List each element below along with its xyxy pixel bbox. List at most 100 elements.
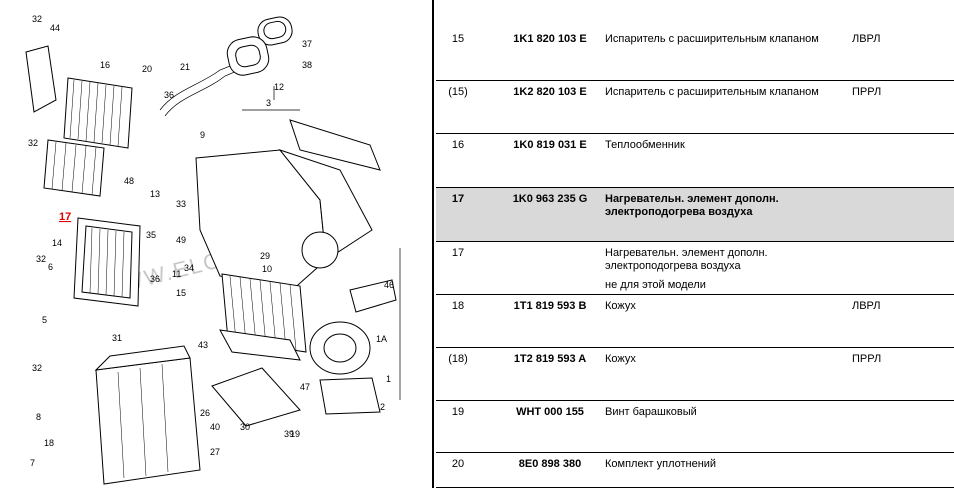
steering-side-cell: ПРРЛ <box>852 86 882 98</box>
evaporator-part[interactable] <box>73 217 141 307</box>
part-number-cell: 1T2 819 593 A <box>513 353 587 365</box>
callout-label[interactable]: 47 <box>300 382 310 392</box>
table-row[interactable]: 15 1K1 820 103 E Испаритель с расширительн… <box>436 28 954 81</box>
description-cell: Комплект уплотнений <box>605 458 717 470</box>
callout-label[interactable]: 9 <box>200 130 205 140</box>
callout-label[interactable]: 1A <box>376 334 387 344</box>
callout-label[interactable]: 18 <box>44 438 54 448</box>
part-number-cell: 1K2 820 103 E <box>513 86 587 98</box>
steering-side-cell: ПРРЛ <box>852 353 882 365</box>
rail-part[interactable] <box>219 329 301 361</box>
position-cell: 19 <box>451 406 465 418</box>
part-number-cell: 1K1 820 103 E <box>513 33 587 45</box>
pipe-part[interactable] <box>159 61 241 111</box>
steering-side-cell: ЛВРЛ <box>852 300 881 312</box>
position-cell: 20 <box>451 458 465 470</box>
callout-label[interactable]: 32 <box>32 14 42 24</box>
table-row[interactable]: (15) 1K2 820 103 E Испаритель с расширител… <box>436 81 954 134</box>
part-number-cell: 1T1 819 593 B <box>513 300 587 312</box>
part-number-cell: 1K0 963 235 G <box>512 193 588 205</box>
position-cell: 17 <box>451 193 465 205</box>
table-row[interactable]: 17 1K0 963 235 G Нагревательн. элемент доп… <box>436 188 954 242</box>
plate-part[interactable] <box>211 367 301 427</box>
callout-label[interactable]: 35 <box>146 230 156 240</box>
callout-label[interactable]: 36 <box>164 90 174 100</box>
table-row[interactable]: 19 WHT 000 155 Винт барашковый <box>436 401 954 453</box>
callout-label[interactable]: 37 <box>302 39 312 49</box>
table-row[interactable]: 17 Нагревательн. элемент дополн. электроп… <box>436 242 954 295</box>
blower-part[interactable] <box>309 321 381 415</box>
callout-label[interactable]: 36 <box>150 274 160 284</box>
position-cell: 18 <box>451 300 465 312</box>
note-text: не для этой модели <box>605 279 706 291</box>
callout-label[interactable]: 39 <box>284 429 294 439</box>
callout-label[interactable]: 38 <box>302 60 312 70</box>
position-cell: 15 <box>451 33 465 45</box>
description-cell: Нагревательн. элемент дополн. электропод… <box>605 193 779 218</box>
main-housing-part[interactable] <box>195 119 381 293</box>
bracket-part[interactable] <box>25 45 57 113</box>
parts-table: 15 1K1 820 103 E Испаритель с расширительн… <box>436 0 954 488</box>
heat-exchanger-part[interactable] <box>63 77 133 149</box>
callout-label[interactable]: 48 <box>124 176 134 186</box>
description-cell: Кожух <box>605 300 636 312</box>
callout-label[interactable]: 6 <box>48 262 53 272</box>
position-cell: 17 <box>451 247 465 259</box>
callout-label[interactable]: 43 <box>198 340 208 350</box>
callout-label[interactable]: 5 <box>42 315 47 325</box>
callout-label[interactable]: 26 <box>200 408 210 418</box>
part-number-cell: 1K0 819 031 E <box>513 139 587 151</box>
callout-label[interactable]: 1 <box>386 374 391 384</box>
callout-label[interactable]: 13 <box>150 189 160 199</box>
callout-label[interactable]: 30 <box>240 422 250 432</box>
callout-label[interactable]: 32 <box>36 254 46 264</box>
callout-label[interactable]: 15 <box>176 288 186 298</box>
callout-label[interactable]: 2 <box>380 402 385 412</box>
callout-label[interactable]: 10 <box>262 264 272 274</box>
description-cell: Винт барашковый <box>605 406 697 418</box>
table-row[interactable]: 18 1T1 819 593 B Кожух ЛВРЛ <box>436 295 954 348</box>
position-cell: (15) <box>448 86 468 98</box>
table-row[interactable]: 16 1K0 819 031 E Теплообменник <box>436 134 954 188</box>
description-block: Нагревательн. элемент дополн. электропод… <box>605 247 845 292</box>
callout-label[interactable]: 44 <box>50 23 60 33</box>
callout-label[interactable]: 29 <box>260 251 270 261</box>
description-cell: Теплообменник <box>605 139 685 151</box>
description-cell: Нагревательн. элемент дополн. электропод… <box>605 247 768 272</box>
callout-label[interactable]: 12 <box>274 82 284 92</box>
callout-label[interactable]: 20 <box>142 64 152 74</box>
steering-side-cell: ЛВРЛ <box>852 33 881 45</box>
callout-label[interactable]: 31 <box>112 333 122 343</box>
description-cell: Испаритель с расширительным клапаном <box>605 86 819 98</box>
parts-diagram: WWW.ELCATS.RU <box>0 0 432 488</box>
part-number-cell: WHT 000 155 <box>516 406 584 418</box>
callout-label[interactable]: 11 <box>172 269 181 279</box>
callout-label[interactable]: 46 <box>384 280 394 290</box>
lower-housing-part[interactable] <box>94 345 201 485</box>
callout-label[interactable]: 21 <box>180 62 190 72</box>
highlight-callout-17[interactable]: 17 <box>59 211 71 223</box>
callout-label[interactable]: 27 <box>210 447 220 457</box>
callout-label[interactable]: 32 <box>28 138 38 148</box>
callout-label[interactable]: 14 <box>52 238 62 248</box>
callout-label[interactable]: 7 <box>30 458 35 468</box>
heater-element-part[interactable] <box>43 139 105 197</box>
position-cell: (18) <box>448 353 468 365</box>
callout-label[interactable]: 33 <box>176 199 186 209</box>
callout-label[interactable]: 34 <box>184 263 194 273</box>
callout-label[interactable]: 49 <box>176 235 186 245</box>
seal-parts[interactable] <box>225 15 295 78</box>
callout-label[interactable]: 16 <box>100 60 110 70</box>
filter-part[interactable] <box>221 273 307 353</box>
callout-label[interactable]: 8 <box>36 412 41 422</box>
bracket-46-part[interactable] <box>349 279 397 313</box>
callout-label[interactable]: 3 <box>266 98 271 108</box>
callout-label[interactable]: 19 <box>290 429 300 439</box>
callout-label[interactable]: 32 <box>32 363 42 373</box>
description-cell: Испаритель с расширительным клапаном <box>605 33 819 45</box>
position-cell: 16 <box>451 139 465 151</box>
table-row[interactable]: (18) 1T2 819 593 A Кожух ПРРЛ <box>436 348 954 401</box>
callout-label[interactable]: 40 <box>210 422 220 432</box>
description-cell: Кожух <box>605 353 636 365</box>
